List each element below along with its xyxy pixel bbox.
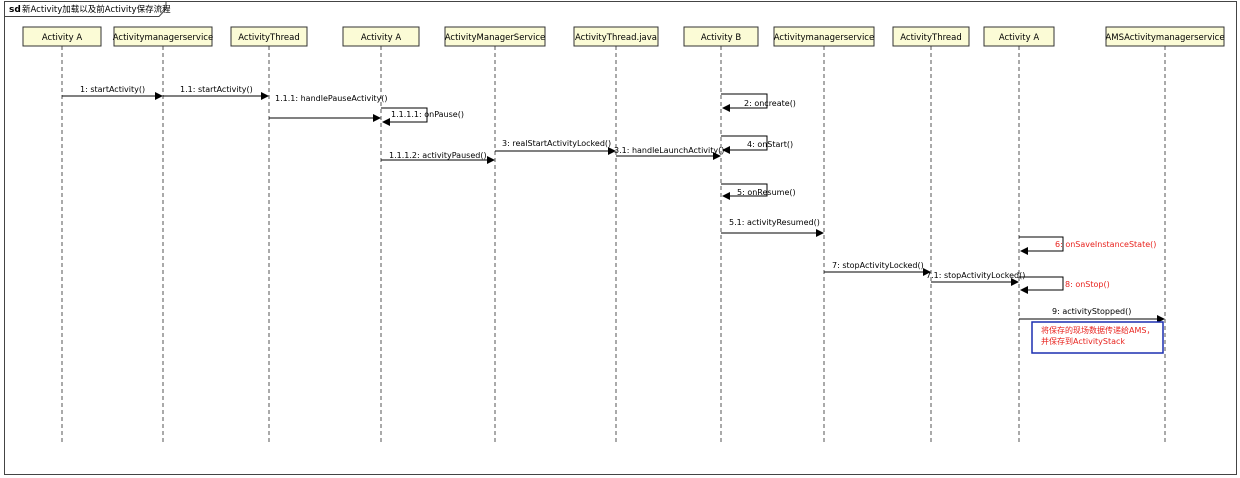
message-label: 1.1.1.2: activityPaused() <box>389 151 487 160</box>
message-label: 1.1.1: handlePauseActivity() <box>275 94 388 103</box>
diagram-frame <box>4 1 1237 475</box>
message: 2: oncreate() <box>721 93 796 112</box>
lifeline: ActivityThread <box>230 26 308 443</box>
message: 1: startActivity() <box>62 85 163 100</box>
lifeline: ActivityThread.java <box>573 26 659 443</box>
lifeline: ActivityManagerService <box>444 26 546 443</box>
lifeline-head-box <box>1105 26 1225 47</box>
arrow-head <box>1020 247 1028 255</box>
message: 8: onStop() <box>1019 276 1110 294</box>
lifeline-label: ActivityThread.java <box>575 33 657 43</box>
lifeline-label: ActivityThread <box>238 33 300 43</box>
lifeline-head-box <box>983 26 1055 47</box>
arrow-head <box>816 229 824 237</box>
message: 5.1: activityResumed() <box>721 218 824 237</box>
note-box <box>1031 321 1164 354</box>
message-label: 7: stopActivityLocked() <box>832 261 924 270</box>
lifeline-label: Activitymanagerservice <box>774 33 874 43</box>
message: 6: onSaveInstanceState() <box>1019 236 1156 255</box>
self-message-line <box>381 107 428 123</box>
message: 3: realStartActivityLocked() <box>495 139 616 155</box>
lifeline: Activity A <box>342 26 420 443</box>
arrow-head <box>373 114 381 122</box>
message: 5: onResume() <box>721 183 796 200</box>
self-message-line <box>721 183 768 197</box>
arrow-head <box>261 92 269 100</box>
self-message-line <box>1019 276 1064 291</box>
message-label: 1.1.1.1: onPause() <box>391 110 464 119</box>
message: 1.1.1.1: onPause() <box>381 107 464 126</box>
message-label: 5.1: activityResumed() <box>729 218 820 227</box>
lifeline-label: AMSActivitymanagerservice <box>1105 33 1224 43</box>
lifeline-label: Activity A <box>42 33 82 43</box>
arrow-head <box>1020 286 1028 294</box>
lifeline-head-box <box>683 26 759 47</box>
frame-keyword: sd <box>9 5 21 15</box>
message: 1.1: startActivity() <box>163 85 269 100</box>
arrow-head <box>1157 315 1165 323</box>
lifeline-label: ActivityManagerService <box>445 33 545 43</box>
message: 9: activityStopped() <box>1019 307 1165 323</box>
message: 3.1: handleLaunchActivity() <box>614 146 724 160</box>
lifeline-label: Activity A <box>999 33 1039 43</box>
arrow-head <box>923 268 931 276</box>
lifeline-head-box <box>444 26 546 47</box>
arrow-head <box>722 104 730 112</box>
lifeline: Activity A <box>22 26 102 443</box>
arrow-head <box>722 146 730 154</box>
note: 将保存的现场数据传递给AMS， 并保存到ActivityStack <box>1031 321 1164 354</box>
lifeline: Activitymanagerservice <box>113 26 213 443</box>
message: 1.1.1: handlePauseActivity() <box>269 94 388 122</box>
self-message-line <box>721 93 768 109</box>
message: 7: stopActivityLocked() <box>824 261 931 276</box>
lifeline-head-box <box>773 26 875 47</box>
self-message-line <box>721 135 768 151</box>
message-label: 8: onStop() <box>1065 280 1110 289</box>
lifeline-label: Activitymanagerservice <box>113 33 213 43</box>
message-label: 5: onResume() <box>737 188 796 197</box>
message-label: 1: startActivity() <box>80 85 145 94</box>
lifelines: Activity A Activitymanagerservice Activity… <box>22 26 1225 443</box>
frame-tab <box>4 1 167 17</box>
arrow-head <box>713 152 721 160</box>
lifeline: Activity A <box>983 26 1055 443</box>
lifeline-label: Activity B <box>701 33 741 43</box>
lifeline-label: ActivityThread <box>900 33 962 43</box>
arrow-head <box>1011 278 1019 286</box>
message: 4: onStart() <box>721 135 793 154</box>
message-label: 7.1: stopActivityLocked() <box>926 271 1025 280</box>
arrow-head <box>608 147 616 155</box>
lifeline: AMSActivitymanagerservice <box>1105 26 1225 443</box>
lifeline-label: Activity A <box>361 33 401 43</box>
note-line-2: 并保存到ActivityStack <box>1041 336 1125 346</box>
lifeline: ActivityThread <box>892 26 970 443</box>
arrow-head <box>155 92 163 100</box>
lifeline-head-box <box>230 26 308 47</box>
lifeline-head-box <box>573 26 659 47</box>
note-line-1: 将保存的现场数据传递给AMS， <box>1041 325 1154 335</box>
lifeline: Activity B <box>683 26 759 443</box>
message-label: 3: realStartActivityLocked() <box>502 139 611 148</box>
arrow-head <box>382 118 390 126</box>
arrow-head <box>722 192 730 200</box>
message-label: 3.1: handleLaunchActivity() <box>614 146 724 155</box>
message: 7.1: stopActivityLocked() <box>926 271 1025 286</box>
message: 1.1.1.2: activityPaused() <box>381 151 495 164</box>
arrow-head <box>487 156 495 164</box>
message-label: 9: activityStopped() <box>1052 307 1131 316</box>
lifeline-head-box <box>892 26 970 47</box>
lifeline-head-box <box>22 26 102 47</box>
message-label: 4: onStart() <box>747 140 793 149</box>
lifeline: Activitymanagerservice <box>773 26 875 443</box>
self-message-line <box>1019 236 1064 252</box>
message-label: 2: oncreate() <box>744 99 796 108</box>
message-label: 6: onSaveInstanceState() <box>1055 240 1156 249</box>
frame-title: 新Activity加载以及前Activity保存流程 <box>22 4 171 15</box>
lifeline-head-box <box>342 26 420 47</box>
message-label: 1.1: startActivity() <box>180 85 253 94</box>
lifeline-head-box <box>113 26 213 47</box>
messages: 1: startActivity() 1.1: startActivity() 1.… <box>62 85 1165 323</box>
